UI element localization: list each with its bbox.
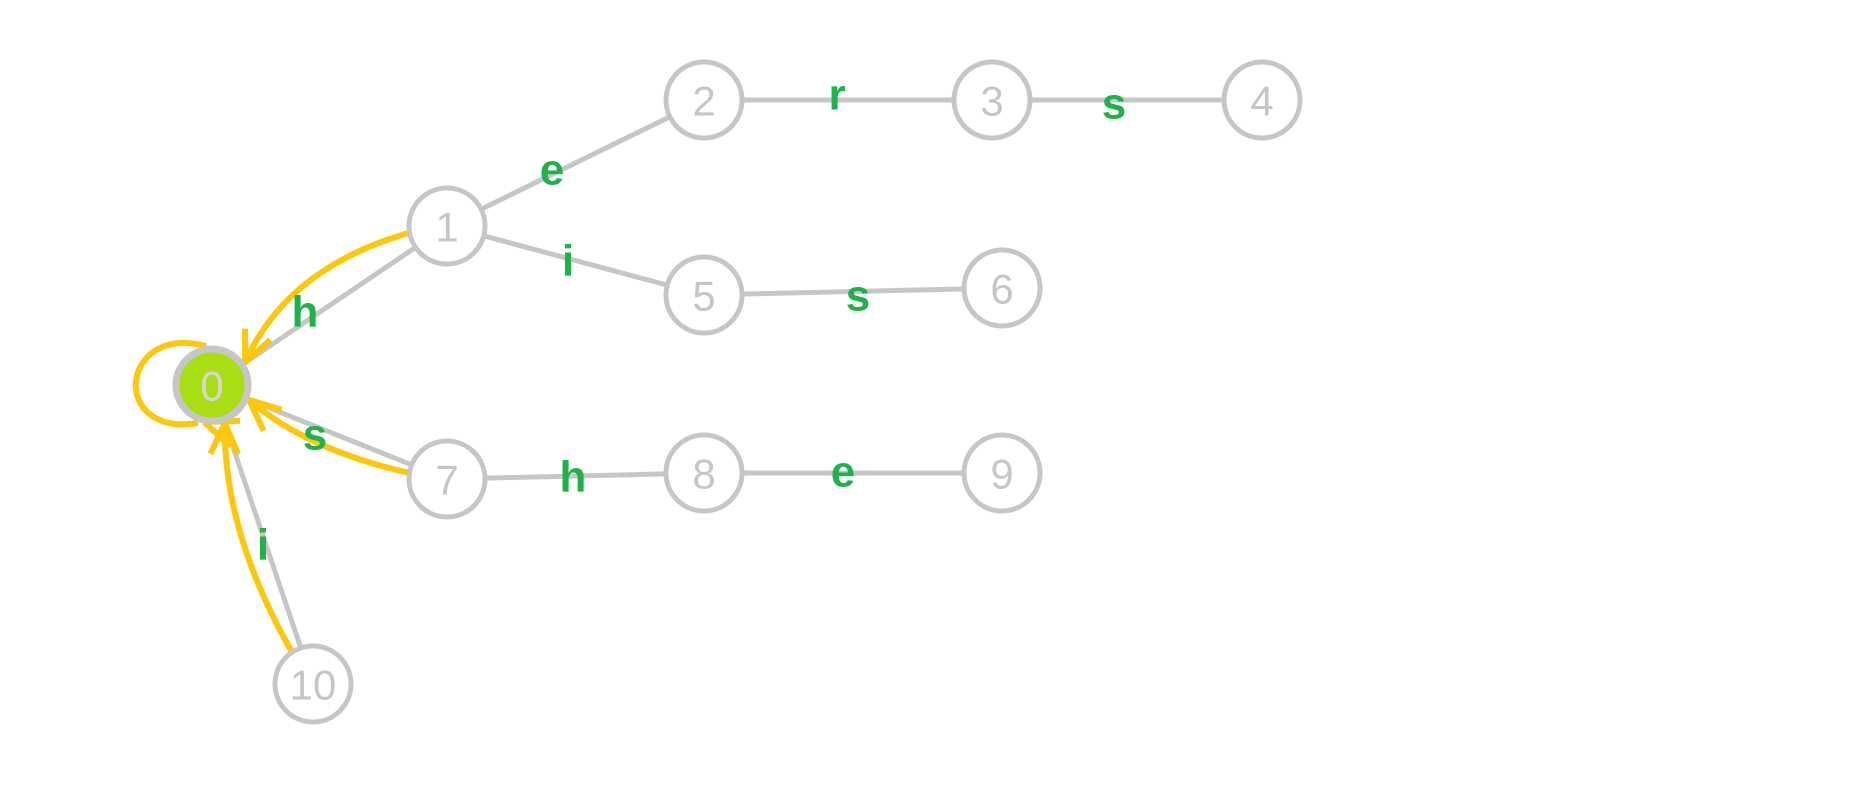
nodes-layer: 0 1 2 3 4 5 6 7 8 9 10 [172,59,1303,725]
edge-label-0-1: h [292,288,319,337]
failure-arrowhead-7-0 [246,396,283,432]
node-circle-2[interactable] [663,59,745,141]
node-circle-5[interactable] [663,254,745,336]
trie-edges-layer [221,97,1222,647]
edge-label-0-7: s [303,411,327,460]
failure-arrowhead-1-0 [241,328,273,365]
node-8[interactable]: 8 [663,432,745,514]
edge-label-1-2: e [540,146,564,195]
node-0[interactable]: 0 [172,345,252,425]
root-node-circle[interactable] [172,345,252,425]
node-label-3: 3 [980,78,1003,125]
edge-label-8-9: e [831,448,855,497]
trie-edge-0-10[interactable] [221,420,303,647]
node-circle-6[interactable] [961,247,1043,329]
trie-edge-1-2[interactable] [481,115,670,211]
node-2[interactable]: 2 [663,59,745,141]
edge-label-5-6: s [846,272,870,321]
node-7[interactable]: 7 [406,438,488,520]
failure-edge-0-0-selfloop[interactable] [132,340,207,428]
node-label-2: 2 [692,78,715,125]
node-label-7: 7 [435,457,458,504]
node-9[interactable]: 9 [961,432,1043,514]
node-label-1: 1 [435,204,458,251]
node-circle-8[interactable] [663,432,745,514]
node-label-9: 9 [990,451,1013,498]
trie-edge-7-8[interactable] [486,471,665,481]
trie-edge-1-5[interactable] [484,233,667,288]
failure-arrowhead-10-0 [207,421,241,456]
edge-label-1-5: i [562,237,574,286]
node-circle-1[interactable] [406,185,488,267]
node-circle-7[interactable] [406,438,488,520]
edge-label-7-8: h [560,453,587,502]
node-circle-3[interactable] [951,59,1033,141]
node-6[interactable]: 6 [961,247,1043,329]
trie-edge-0-1[interactable] [242,246,416,366]
node-circle-9[interactable] [961,432,1043,514]
node-label-4: 4 [1250,78,1273,125]
node-label-5: 5 [692,273,715,320]
node-10[interactable]: 10 [272,643,354,725]
node-3[interactable]: 3 [951,59,1033,141]
edge-label-2-3: r [828,71,845,120]
edge-label-0-10: i [257,521,269,570]
node-1[interactable]: 1 [406,185,488,267]
node-label-8: 8 [692,451,715,498]
trie-edge-5-6[interactable] [743,286,963,297]
node-label-6: 6 [990,266,1013,313]
node-5[interactable]: 5 [663,254,745,336]
node-label-10: 10 [290,662,337,709]
node-circle-10[interactable] [272,643,354,725]
node-label-0: 0 [200,363,223,410]
node-4[interactable]: 4 [1221,59,1303,141]
edge-label-3-4: s [1102,80,1126,129]
node-circle-4[interactable] [1221,59,1303,141]
